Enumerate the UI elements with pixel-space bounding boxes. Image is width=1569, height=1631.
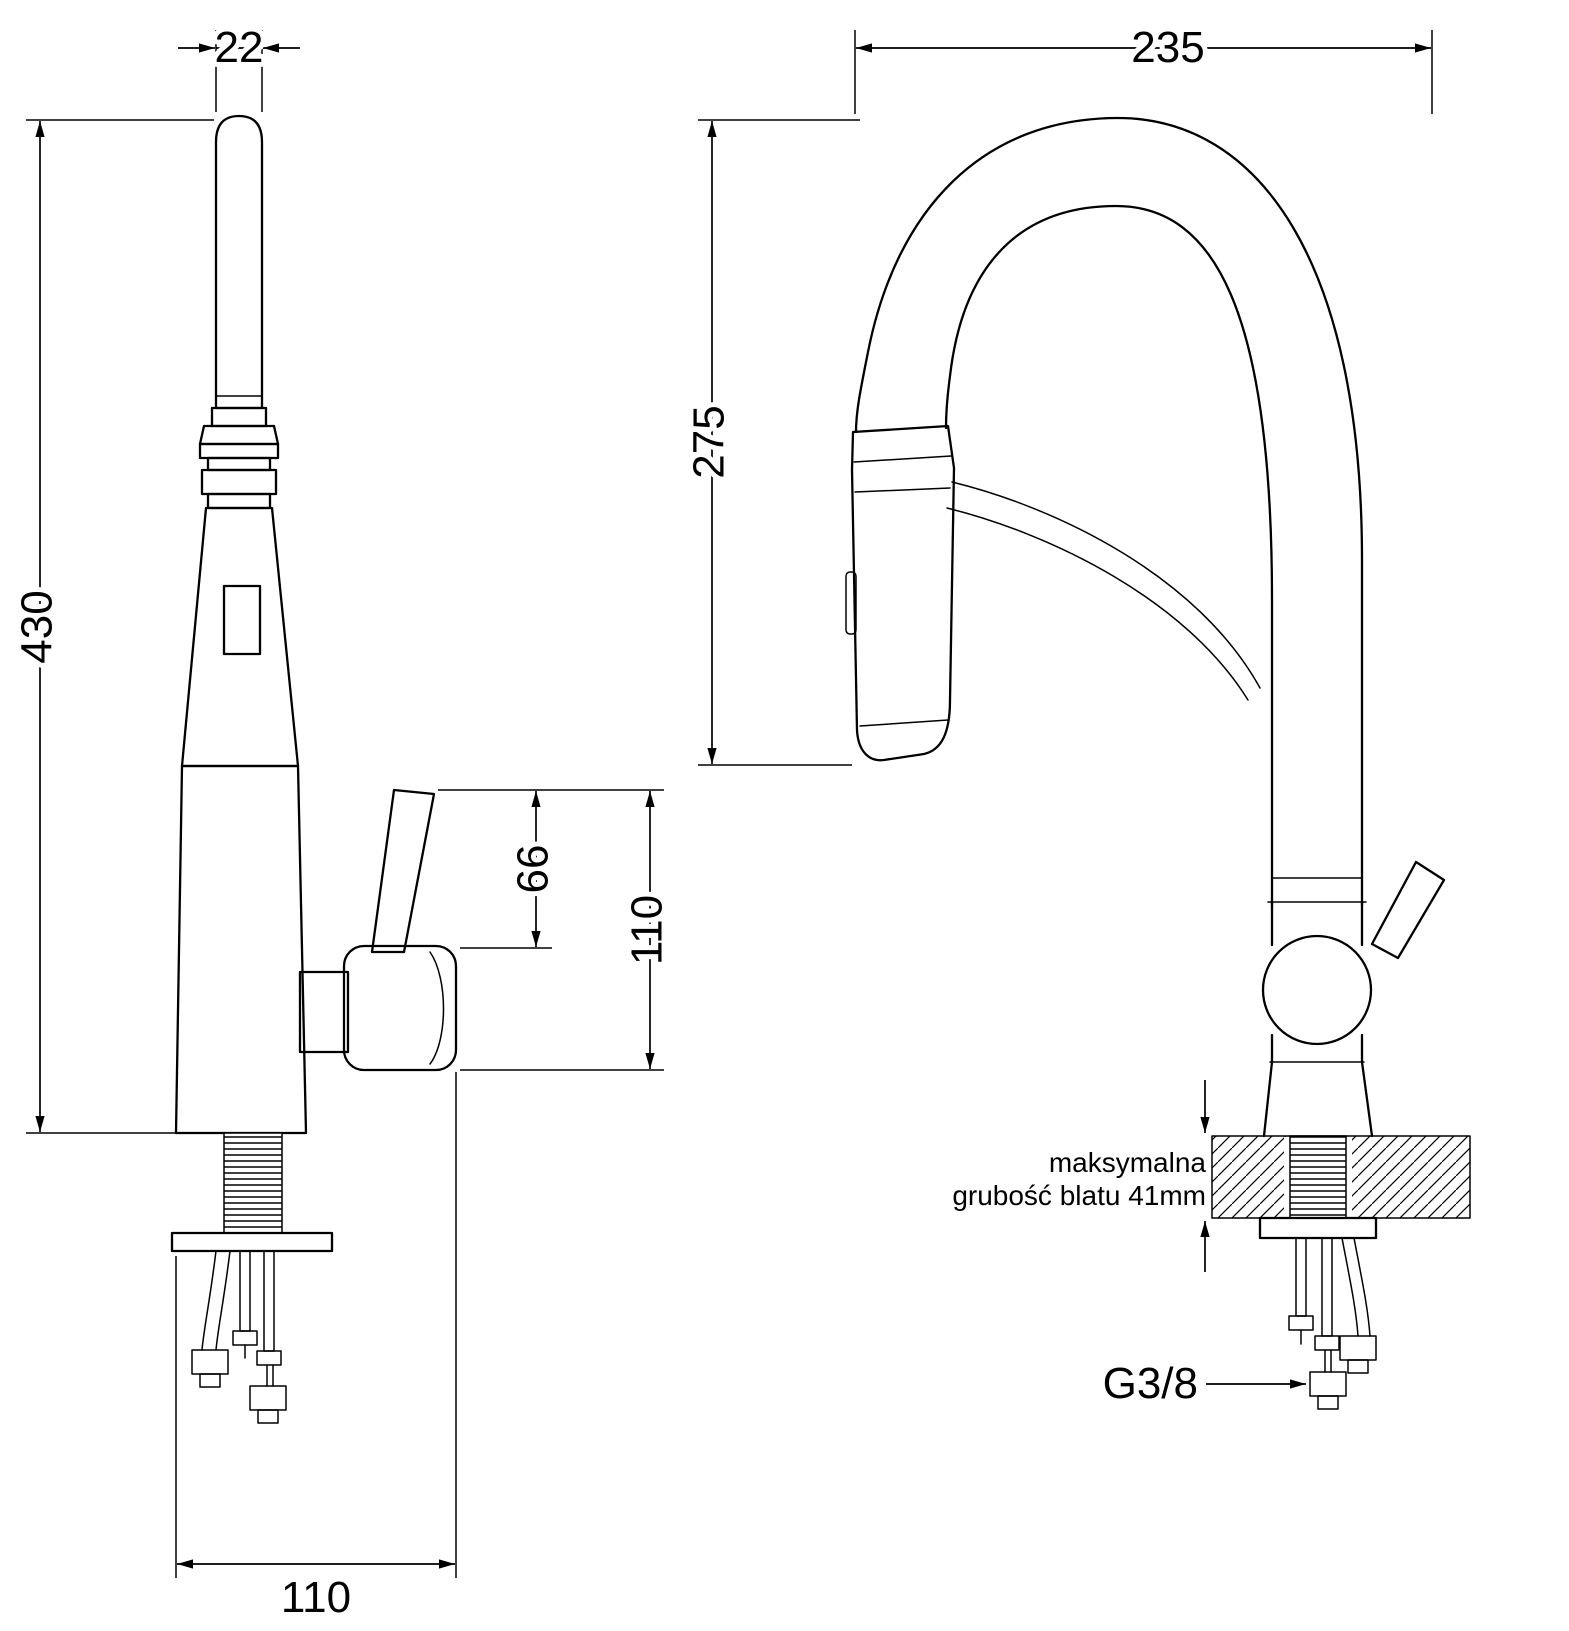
body-lower xyxy=(174,764,308,1135)
g38-callout: G3/8 xyxy=(1103,1359,1306,1408)
mounting-flange xyxy=(170,1231,334,1253)
dim-base-depth: 110 xyxy=(175,1072,457,1627)
hose-connector-g38 xyxy=(1309,1371,1347,1397)
aerator-collar xyxy=(198,406,280,510)
mounting-hardware xyxy=(191,1250,287,1424)
dim-label-base-depth: 110 xyxy=(281,1573,351,1622)
body-cone xyxy=(180,506,300,768)
spray-head-body xyxy=(850,424,956,762)
dim-spout-diameter: 22 xyxy=(178,18,300,112)
hose-connector xyxy=(249,1385,287,1411)
pullout-hose xyxy=(951,481,1261,689)
handle-lever-front xyxy=(1370,860,1446,960)
collar-flare xyxy=(198,424,280,446)
handle-base xyxy=(342,944,458,1072)
thread-rod xyxy=(223,1132,283,1234)
mounting-flange-front xyxy=(1258,1216,1378,1240)
pullout-hose xyxy=(946,507,1249,701)
faucet-body-front xyxy=(1261,877,1374,1138)
handle-neck xyxy=(298,970,350,1054)
mounting-stud xyxy=(263,1250,275,1352)
connector-stub xyxy=(199,1373,221,1388)
spout-pipe xyxy=(214,114,264,410)
hose-connector xyxy=(191,1349,229,1375)
mounting-stud xyxy=(1295,1237,1307,1317)
spray-head xyxy=(845,424,956,762)
temp-display-window xyxy=(222,584,262,656)
mounting-stud xyxy=(239,1250,251,1332)
dim-total-height: 430 xyxy=(8,119,214,1134)
stud-nut xyxy=(1288,1315,1314,1331)
collar-ring xyxy=(206,456,272,472)
left-view: 22 430 66 110 110 xyxy=(8,18,677,1627)
mounting-stud xyxy=(1321,1237,1333,1337)
stud-nut xyxy=(1314,1335,1340,1351)
dim-label-spout-reach: 235 xyxy=(1131,23,1204,72)
right-view: 235 275 maksymalna grubość blatu 41mm G3… xyxy=(680,18,1471,1410)
stud-nut xyxy=(232,1330,258,1346)
collar-ring xyxy=(210,406,268,428)
dim-label-lever-height: 66 xyxy=(509,845,558,894)
connector-stub xyxy=(1317,1395,1339,1410)
dim-label-handle-height: 110 xyxy=(623,895,672,965)
supply-hose xyxy=(215,1250,231,1351)
counter-note-line2: grubość blatu 41mm xyxy=(952,1180,1206,1211)
collar-neck xyxy=(206,492,272,510)
thread-rod-front xyxy=(1289,1135,1347,1219)
handle-lever xyxy=(370,788,436,954)
gooseneck-spout-outer xyxy=(854,116,1364,907)
connector-stub xyxy=(1347,1359,1369,1374)
stud-nut xyxy=(256,1350,282,1366)
ball-joint xyxy=(1261,934,1373,1046)
dim-handle-height: 110 xyxy=(460,791,677,1071)
collar-ring xyxy=(198,442,280,460)
dim-spout-reach: 235 xyxy=(854,18,1433,114)
dim-label-spout-height: 275 xyxy=(685,405,734,478)
g38-label: G3/8 xyxy=(1103,1359,1198,1408)
counter-note-line1: maksymalna xyxy=(1049,1147,1207,1178)
connector-stub xyxy=(257,1409,279,1424)
handle-base-curve xyxy=(429,951,445,1065)
dim-label-spout-diameter: 22 xyxy=(215,23,264,72)
dim-label-total-height: 430 xyxy=(13,590,62,663)
gooseneck-spout-inner xyxy=(944,204,1274,907)
dim-lever-height: 66 xyxy=(438,789,664,949)
supply-hose-front xyxy=(1353,1237,1371,1337)
spray-head-button xyxy=(845,571,857,635)
supply-hose xyxy=(201,1250,217,1351)
collar-ring xyxy=(200,468,278,496)
hose-connector xyxy=(1339,1335,1377,1361)
dim-spout-height: 275 xyxy=(680,119,860,766)
counter-thickness-callout: maksymalna grubość blatu 41mm xyxy=(952,1080,1210,1272)
mounting-hardware-front xyxy=(1288,1237,1377,1410)
supply-hose-front xyxy=(1341,1237,1359,1337)
